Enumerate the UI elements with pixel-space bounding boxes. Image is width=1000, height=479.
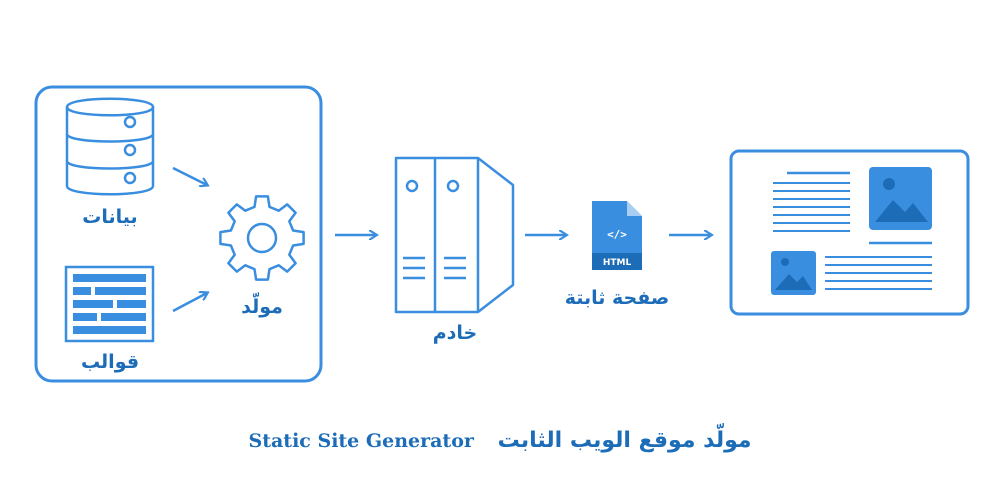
- arrow-data-to-generator: [172, 166, 207, 185]
- server-icon: [394, 156, 515, 314]
- arrow-templates-to-generator: [172, 293, 207, 313]
- webpage-icon: [729, 149, 970, 316]
- html-badge: HTML: [603, 258, 632, 268]
- caption-arabic: مولّد موقع الويب الثابت: [497, 428, 752, 453]
- gear-icon: [219, 195, 305, 281]
- image-icon-small: [771, 251, 816, 295]
- image-icon: [869, 167, 932, 230]
- server-label: خادم: [432, 322, 478, 344]
- caption-english: Static Site Generator: [248, 430, 474, 452]
- code-badge: </>: [607, 228, 627, 241]
- data-label: بيانات: [82, 206, 138, 228]
- generator-label: مولّد: [241, 296, 283, 318]
- generator-box: [34, 85, 323, 383]
- database-icon: [65, 97, 155, 196]
- templates-label: قوالب: [80, 351, 140, 373]
- template-icon: [64, 265, 155, 343]
- html-file-icon: </> HTML: [592, 201, 642, 270]
- static-page-label: صفحة ثابتة: [564, 287, 670, 309]
- diagram-caption: Static Site Generator مولّد موقع الويب ا…: [0, 428, 1000, 453]
